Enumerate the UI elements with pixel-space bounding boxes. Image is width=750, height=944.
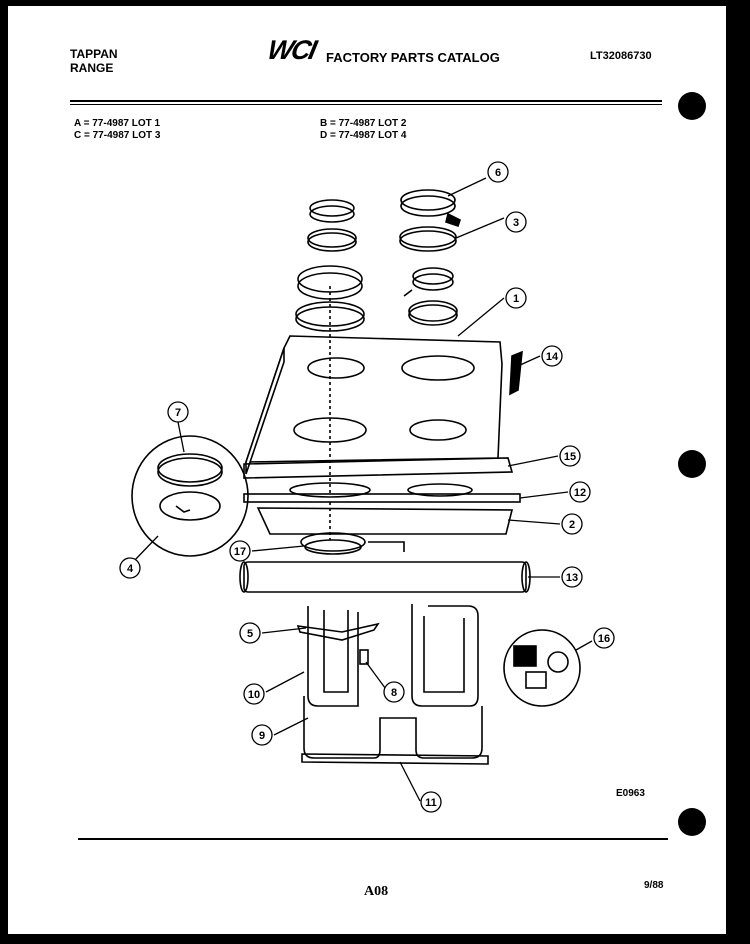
page-code: A08 <box>364 884 389 899</box>
callout-14: 14 <box>546 351 559 363</box>
callout-11: 11 <box>425 797 437 809</box>
callout-2: 2 <box>569 519 575 531</box>
clip <box>509 350 523 396</box>
burner-tubes <box>303 604 483 759</box>
trim-strip <box>243 482 521 503</box>
header-rule <box>70 100 662 102</box>
footer-rule <box>78 838 668 840</box>
callout-16: 16 <box>598 633 610 645</box>
burner-head-right-front <box>403 267 458 326</box>
callout-15: 15 <box>564 451 576 463</box>
bracket <box>296 622 380 641</box>
callout-3: 3 <box>513 217 519 229</box>
callout-6: 6 <box>495 167 501 179</box>
center-burner <box>300 532 405 555</box>
callout-12: 12 <box>574 487 586 499</box>
revision-date: 9/88 <box>644 880 664 891</box>
bottom-support <box>301 753 489 765</box>
binder-hole-middle <box>678 450 706 478</box>
binder-hole-top <box>678 92 706 120</box>
model-number: LT32086730 <box>590 50 652 62</box>
header-rule-thin <box>70 104 662 105</box>
drawing-code: E0963 <box>616 788 645 799</box>
manifold-panel <box>239 561 531 593</box>
lot-b: B = 77-4987 LOT 2 <box>320 118 407 129</box>
callout-1: 1 <box>513 293 519 305</box>
lot-a: A = 77-4987 LOT 1 <box>74 118 161 129</box>
parts-kit-detail <box>503 629 581 707</box>
burner-head-left-back <box>307 199 357 252</box>
binder-hole-bottom <box>678 808 706 836</box>
callout-7: 7 <box>175 407 181 419</box>
callout-10: 10 <box>248 689 260 701</box>
inset-detail <box>131 435 249 557</box>
valve <box>359 649 369 665</box>
lot-c: C = 77-4987 LOT 3 <box>74 130 161 141</box>
callout-17: 17 <box>234 546 246 558</box>
burner-head-right-back <box>399 189 461 252</box>
exploded-parts-diagram: 6 3 1 14 7 4 15 12 2 17 13 16 5 10 8 9 1… <box>119 161 615 813</box>
callout-8: 8 <box>391 687 397 699</box>
cooktop-panel <box>244 335 503 475</box>
lot-d: D = 77-4987 LOT 4 <box>320 130 407 141</box>
catalog-page: TAPPAN RANGE WCI FACTORY PARTS CATALOG L… <box>8 6 726 934</box>
callout-9: 9 <box>259 730 265 742</box>
catalog-title: FACTORY PARTS CATALOG <box>326 50 500 65</box>
product-type: RANGE <box>70 61 114 75</box>
brand-name: TAPPAN <box>70 47 118 61</box>
callout-5: 5 <box>247 628 253 640</box>
burner-box <box>256 507 514 535</box>
callout-4: 4 <box>127 563 134 575</box>
callout-13: 13 <box>566 572 578 584</box>
